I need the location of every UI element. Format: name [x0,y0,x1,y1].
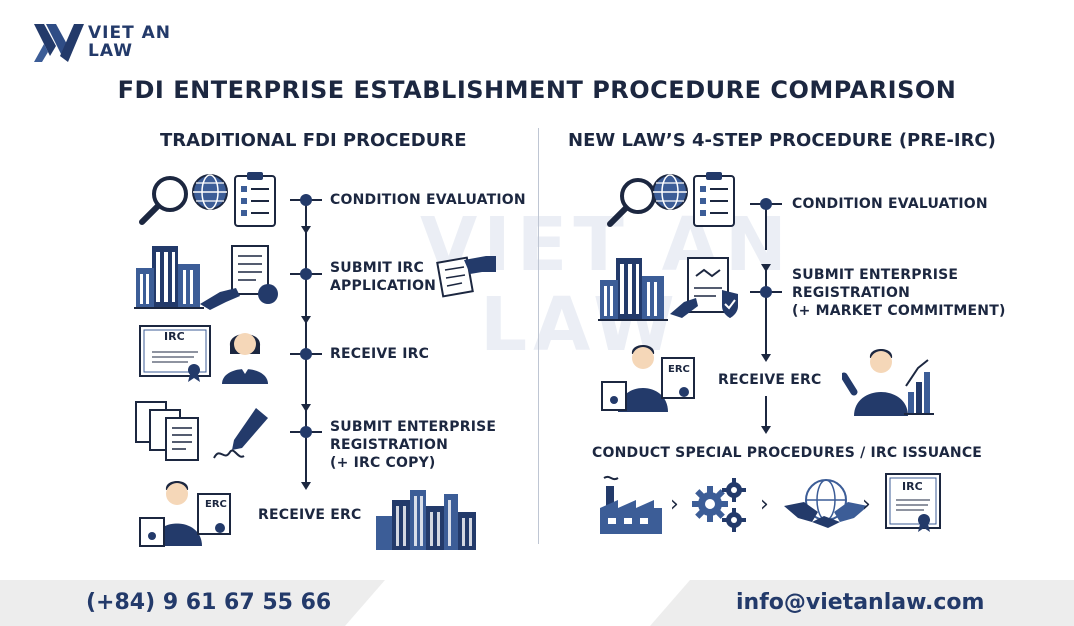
globe-icon-right [652,174,688,210]
pen-signature-icon [213,408,268,459]
factory-icon [600,475,662,534]
right-step-2-line3: (+ MARKET COMMITMENT) [792,303,1006,319]
right-step-2-line1: SUBMIT ENTERPRISE [792,267,959,283]
magnifier-icon-right [607,178,656,227]
businessman-with-erc-icon [601,345,695,412]
gears-icon [692,478,746,532]
brand-logo: VIET AN LAW [34,20,174,66]
footer-phone[interactable]: (+84) 9 61 67 55 66 [86,590,332,615]
right-step-3: RECEIVE ERC [718,371,821,389]
left-step-3: RECEIVE IRC [330,345,429,363]
brand-name-line2: LAW [88,41,133,61]
right-step-4: CONDUCT SPECIAL PROCEDURES / IRC ISSUANC… [592,444,982,462]
globe-icon [192,174,228,210]
chevron-right-icon-2: › [760,492,769,517]
left-step-4-line2: REGISTRATION [330,437,448,453]
checklist-icon-right [693,172,735,227]
page-title: FDI ENTERPRISE ESTABLISHMENT PROCEDURE C… [117,76,957,104]
right-irc-cert-label: IRC [902,480,923,493]
right-step-2: SUBMIT ENTERPRISE REGISTRATION (+ MARKET… [792,266,1006,320]
left-step-3-line: RECEIVE IRC [330,346,430,362]
left-step-2: SUBMIT IRC APPLICATION [330,259,436,295]
businessman-with-certificates-icon [139,481,231,547]
right-step-1: CONDITION EVALUATION [792,195,988,213]
right-timeline [750,198,782,434]
left-step-5: RECEIVE ERC [258,506,361,524]
right-step-4-line: CONDUCT SPECIAL PROCEDURES / IRC ISSUANC… [592,445,983,461]
irc-certificate-icon [139,325,211,382]
irc-certificate-icon-right [885,473,941,532]
hand-with-paper-icon [436,256,496,298]
right-step-3-line: RECEIVE ERC [718,372,822,388]
left-step-4-line3: (+ IRC COPY) [330,455,436,471]
brand-name-line1: VIET AN [88,23,171,43]
documents-stack-icon [135,401,199,461]
left-step-2-line1: SUBMIT IRC [330,260,424,276]
right-step-2-line2: REGISTRATION [792,285,910,301]
left-step-4: SUBMIT ENTERPRISE REGISTRATION (+ IRC CO… [330,418,496,472]
left-heading: TRADITIONAL FDI PROCEDURE [160,130,467,151]
global-handshake-icon [784,479,868,528]
footer-band [0,580,1074,626]
city-skyline-icon [376,490,476,550]
chevron-right-icon-1: › [670,492,679,517]
footer-email[interactable]: info@vietanlaw.com [736,590,985,615]
left-step-2-line2: APPLICATION [330,278,437,294]
right-step-1-line: CONDITION EVALUATION [792,196,988,212]
left-step-1-line: CONDITION EVALUATION [330,192,526,208]
checklist-icon [234,172,276,227]
right-heading: NEW LAW’S 4-STEP PROCEDURE (PRE-IRC) [568,130,996,151]
vietan-logo-icon [34,24,84,62]
left-timeline [290,194,322,490]
left-step-4-line1: SUBMIT ENTERPRISE [330,419,497,435]
celebrating-businessman-icon [842,349,934,416]
office-building-icon-right [598,258,668,321]
office-building-icon [134,246,204,309]
column-divider [538,128,539,544]
handshake-document-shield-icon [670,257,738,318]
magnifier-icon [139,176,188,225]
left-step-5-line: RECEIVE ERC [258,507,362,523]
businesswoman-icon [222,333,268,384]
right-erc-cert-label: ERC [668,364,690,375]
left-irc-cert-label: IRC [164,330,185,343]
chevron-right-icon-3: › [862,492,871,517]
left-erc-cert-label: ERC [205,499,227,510]
document-handover-icon [200,245,278,310]
left-step-1: CONDITION EVALUATION [330,191,526,209]
